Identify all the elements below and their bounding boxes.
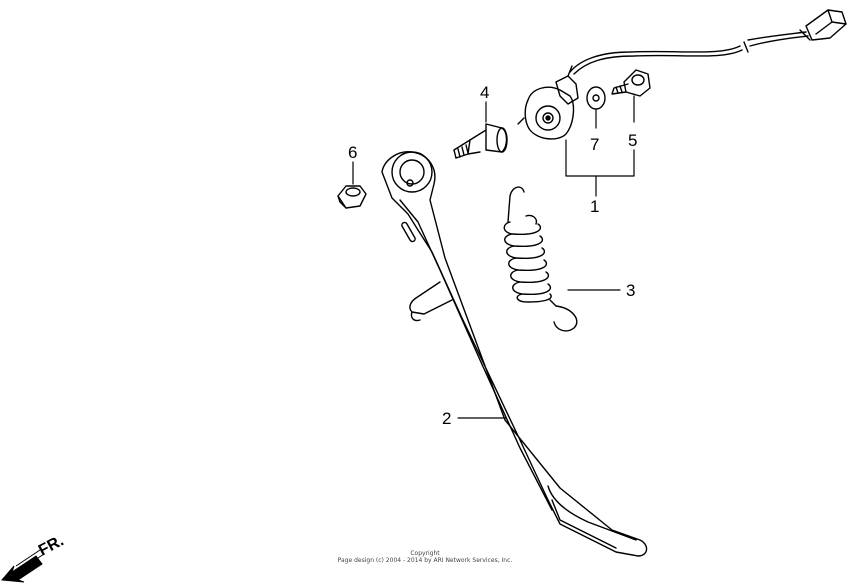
callout-4[interactable]: 4: [480, 83, 489, 102]
nut-part: [337, 185, 367, 209]
return-spring-part: [503, 186, 578, 332]
front-direction-indicator: FR.: [0, 532, 67, 583]
side-stand-part: [381, 151, 648, 557]
callout-3[interactable]: 3: [626, 281, 635, 300]
callout-7[interactable]: 7: [590, 135, 599, 154]
leader-1: [565, 139, 635, 177]
callout-5[interactable]: 5: [628, 131, 637, 150]
washer-part: [586, 86, 606, 110]
front-label: FR.: [36, 532, 67, 559]
copyright-notice: Page design (c) 2004 - 2014 by ARI Netwo…: [337, 557, 513, 564]
copyright-footer: Copyright Page design (c) 2004 - 2014 by…: [300, 550, 550, 564]
leader-lines: [352, 95, 635, 419]
callout-1[interactable]: 1: [590, 197, 599, 216]
callout-2[interactable]: 2: [442, 409, 451, 428]
side-stand-switch-part: [517, 9, 847, 140]
pivot-bolt-part: [453, 123, 508, 159]
copyright-title: Copyright: [410, 550, 440, 557]
callout-6[interactable]: 6: [348, 143, 357, 162]
switch-bolt-part: [611, 69, 651, 97]
